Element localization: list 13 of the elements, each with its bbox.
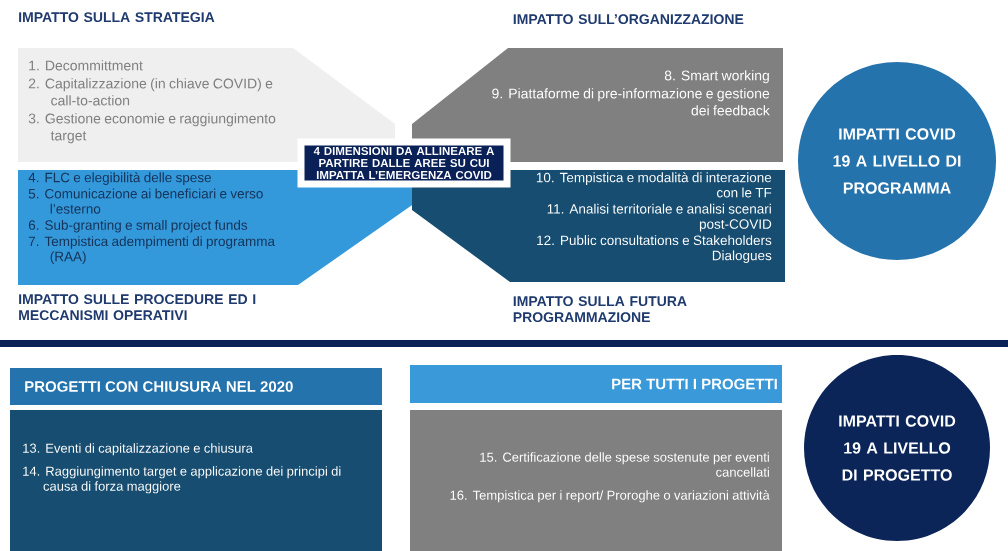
panel-heading: IMPATTO SULLE PROCEDURE ED I MECCANISMI OPERATIVI	[19, 294, 256, 321]
node-label: 4. FLC e elegibilità delle spese	[28, 172, 211, 185]
panel-heading: IMPATTO SULLA FUTURA PROGRAMMAZIONE	[513, 296, 687, 323]
header-bar: PER TUTTI I PROGETTI	[410, 365, 782, 403]
panel-heading: IMPATTO SULLA STRATEGIA	[19, 12, 215, 23]
panel-heading: IMPATTO SULL’ORGANIZZAZIONE	[513, 14, 744, 25]
node-label: 6. Sub-granting e small project funds	[28, 219, 248, 233]
header-bar: PROGETTI CON CHIUSURA NEL 2020	[10, 368, 382, 405]
node-label: 5. Comunicazione ai beneficiari e verso l’esterno	[28, 188, 263, 214]
title-box: 4 DIMENSIONI DA ALLINEARE A PARTIRE DALLE AREE SU CUI IMPATTA L’EMERGENZA COVID	[297, 138, 511, 188]
node-label: 7. Tempistica adempimenti di programma (RAA)	[28, 236, 276, 264]
content-box: 15. Certificazione delle spese sostenute per eventi cancellati 16. Tempistica per i report/ Proroghe o variazioni attività	[410, 410, 782, 551]
content-box: 13. Eventi di capitalizzazione e chiusura 14. Raggiungimento target e applicazione dei principi di causa di forza maggiore	[10, 410, 382, 551]
